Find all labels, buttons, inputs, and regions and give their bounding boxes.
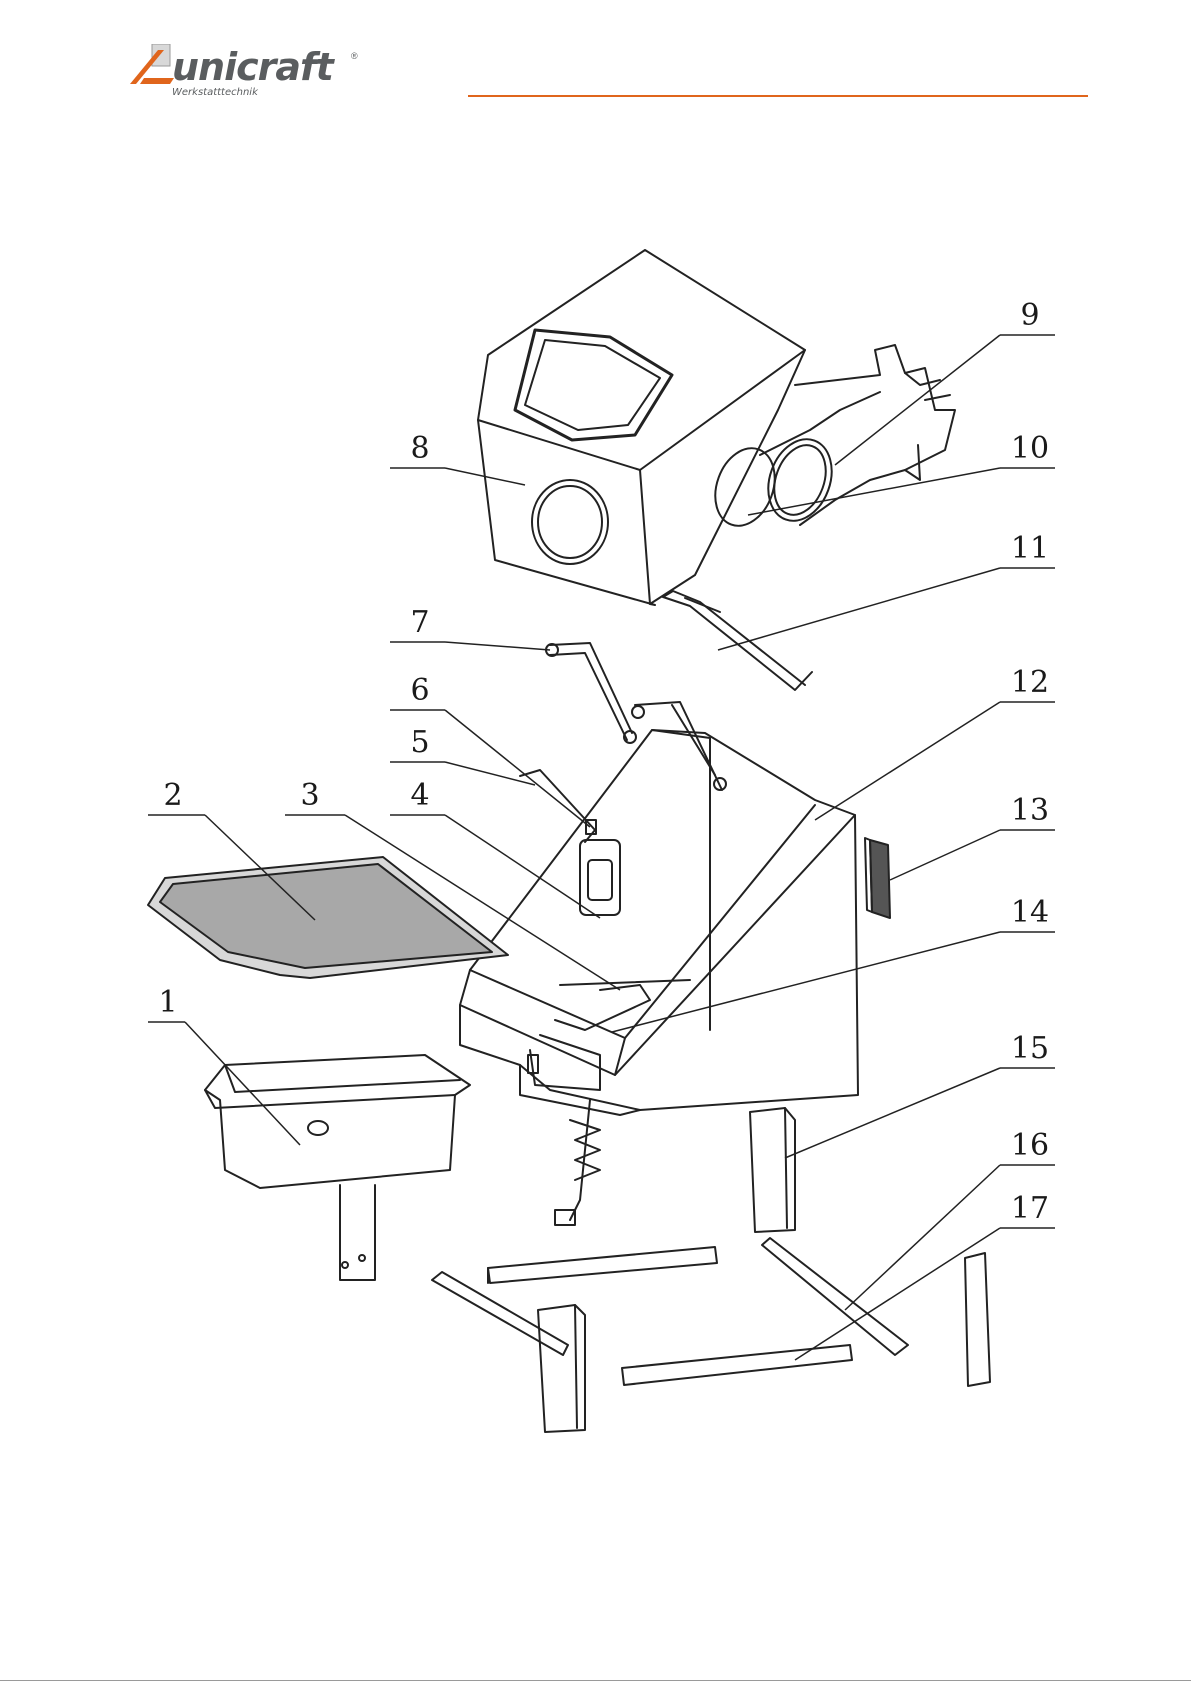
part-label-9: 9 [1020, 298, 1039, 333]
part-label-10: 10 [1011, 431, 1049, 466]
cabinet-part-12 [460, 702, 858, 1115]
part-label-6: 6 [410, 673, 429, 708]
part-label-15: 15 [1011, 1031, 1049, 1066]
part-label-17: 17 [1011, 1191, 1049, 1226]
part-label-16: 16 [1011, 1128, 1049, 1163]
brace-part-17 [622, 1345, 852, 1385]
part-label-2: 2 [163, 778, 182, 813]
part-label-14: 14 [1011, 895, 1049, 930]
switch-cord-part-14 [555, 1100, 600, 1225]
part-label-3: 3 [300, 778, 319, 813]
part-label-1: 1 [158, 985, 177, 1020]
part-label-12: 12 [1011, 665, 1049, 700]
part-label-13: 13 [1011, 793, 1049, 828]
brace-part-16 [762, 1238, 908, 1355]
part-label-8: 8 [410, 431, 429, 466]
bracket-part-11 [663, 591, 812, 690]
part-label-7: 7 [410, 605, 429, 640]
side-brace [432, 1272, 568, 1355]
front-leg [538, 1305, 585, 1432]
cross-brace [488, 1247, 717, 1283]
rod-part-7 [546, 643, 636, 743]
filter-part-13 [865, 838, 890, 918]
part-label-5: 5 [410, 725, 429, 760]
hood-part-8 [478, 250, 805, 605]
rear-leg [965, 1253, 990, 1386]
drawer-part-1 [205, 1055, 470, 1280]
part-label-4: 4 [410, 778, 429, 813]
grid-tray-part-2 [148, 857, 508, 978]
footer-rule [0, 1680, 1191, 1681]
part-label-11: 11 [1011, 531, 1049, 566]
leg-part-15 [750, 1108, 795, 1232]
